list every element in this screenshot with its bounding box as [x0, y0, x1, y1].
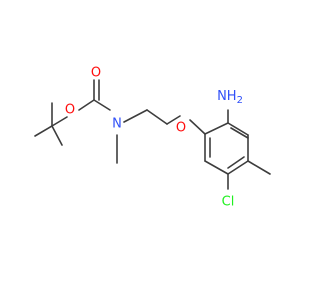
- bond: [189, 119, 206, 135]
- bond: [34, 125, 53, 137]
- carbamate-group: [78, 79, 148, 164]
- amine-nitrogen-text: NH: [217, 89, 237, 104]
- tert-butyl-group: [34, 102, 68, 146]
- bond: [227, 156, 245, 169]
- ester-oxygen-label: O: [65, 103, 75, 118]
- bond: [204, 160, 229, 175]
- bond: [146, 109, 168, 125]
- bond: [230, 127, 249, 139]
- bond: [247, 160, 271, 175]
- bond: [166, 115, 181, 125]
- bond: [78, 99, 95, 111]
- ethylene-linker: [146, 109, 206, 135]
- bond: [123, 109, 148, 123]
- chlorine-label: Cl: [222, 195, 235, 210]
- bond: [51, 125, 63, 146]
- carbamate-nitrogen-label: N: [112, 117, 122, 132]
- molecule-structure: NH2 O O O N Cl: [34, 66, 271, 210]
- amine-nitrogen-label: NH2: [217, 89, 243, 106]
- bond: [93, 99, 111, 111]
- ether-oxygen-label: O: [176, 121, 186, 136]
- ring-substituents: [227, 109, 271, 190]
- bond: [204, 122, 229, 135]
- benzene-ring: [204, 122, 249, 175]
- amine-subscript: 2: [237, 95, 243, 106]
- bond: [227, 160, 249, 175]
- bond: [227, 122, 249, 136]
- carbonyl-oxygen-label: O: [91, 66, 101, 81]
- bond: [51, 116, 68, 127]
